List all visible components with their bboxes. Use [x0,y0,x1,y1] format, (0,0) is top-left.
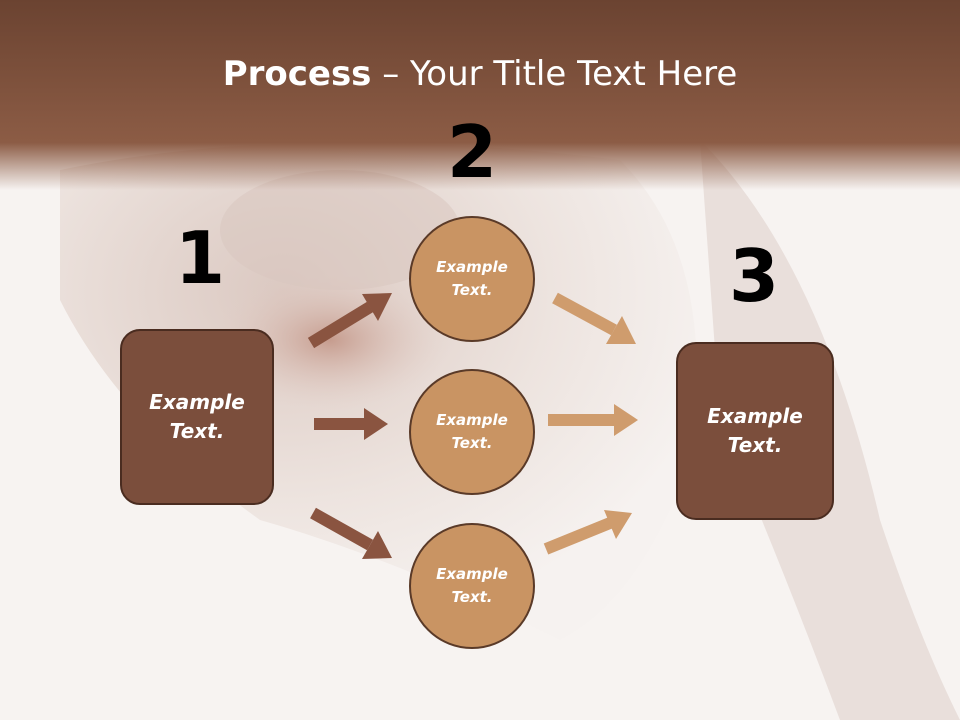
arrow-1-to-circle-middle [314,408,388,440]
step-1-box: Example Text. [120,329,274,505]
step-3-label: Example Text. [707,404,803,457]
slide-title: Process – Your Title Text Here [0,52,960,96]
arrow-1-to-circle-top [307,293,392,349]
step-2-circle-middle-label: Example Text. [436,411,508,452]
step-1-label: Example Text. [149,390,245,443]
arrow-circle-bottom-to-3 [543,510,632,555]
arrow-circle-middle-to-3 [548,404,638,436]
arrow-circle-top-to-3 [552,292,636,344]
title-bold-text: Process [222,54,372,94]
step-2-circle-bottom: Example Text. [409,523,535,649]
step-2-circle-bottom-label: Example Text. [436,565,508,606]
step-number-2: 2 [446,110,498,194]
step-number-3: 3 [728,234,780,318]
step-2-circle-top: Example Text. [409,216,535,342]
step-2-circle-top-label: Example Text. [436,258,508,299]
step-3-box: Example Text. [676,342,834,520]
step-2-circle-middle: Example Text. [409,369,535,495]
step-number-1: 1 [174,216,226,300]
arrow-1-to-circle-bottom [310,507,392,559]
title-rest-text: – Your Title Text Here [371,54,738,94]
